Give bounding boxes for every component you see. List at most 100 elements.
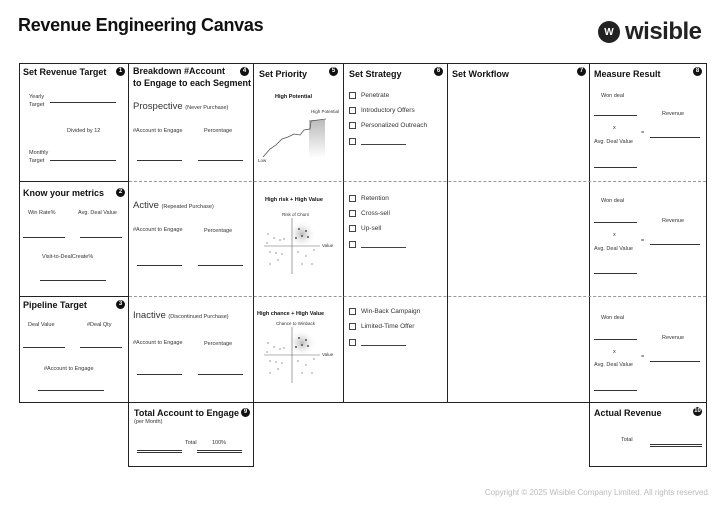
monthly-target-label: Monthly Target bbox=[29, 150, 49, 164]
high-potential-label: High Potential bbox=[311, 109, 340, 114]
avg-deal-field[interactable] bbox=[594, 390, 637, 391]
win-rate-field[interactable] bbox=[23, 237, 65, 238]
account-label: #Account to Engage bbox=[133, 227, 183, 233]
total-percentage-field[interactable] bbox=[197, 450, 242, 453]
percentage-field[interactable] bbox=[198, 265, 243, 266]
checkbox-introductory-offers[interactable]: Introductory Offers bbox=[349, 107, 415, 114]
multiply-sign: x bbox=[613, 232, 616, 238]
segment-note: (Repeated Purchase) bbox=[161, 204, 214, 210]
revenue-label: Revenue bbox=[662, 335, 685, 341]
revenue-field[interactable] bbox=[650, 361, 700, 362]
checkbox-icon[interactable] bbox=[349, 225, 356, 232]
step-number: 3 bbox=[116, 300, 125, 309]
revenue-label: Revenue bbox=[662, 111, 685, 117]
checkbox-custom[interactable] bbox=[349, 241, 406, 248]
checkbox-retention[interactable]: Retention bbox=[349, 195, 389, 202]
segment-name: Active bbox=[133, 200, 159, 211]
x-axis-label: Value bbox=[322, 243, 334, 248]
column-breakdown bbox=[128, 63, 254, 403]
deal-value-field[interactable] bbox=[23, 347, 65, 348]
checkbox-icon[interactable] bbox=[349, 339, 356, 346]
checkbox-icon[interactable] bbox=[349, 210, 356, 217]
step-number: 7 bbox=[577, 67, 586, 76]
percentage-field[interactable] bbox=[198, 374, 243, 375]
checkbox-label: Personalized Outreach bbox=[361, 122, 428, 129]
step-number: 1 bbox=[116, 67, 125, 76]
priority-title: High Potential bbox=[275, 94, 312, 100]
multiply-sign: x bbox=[613, 349, 616, 355]
checkbox-icon[interactable] bbox=[349, 107, 356, 114]
y-axis-label: Chance to Winback bbox=[276, 321, 316, 326]
checkbox-custom[interactable] bbox=[349, 339, 406, 346]
equals-sign: = bbox=[641, 238, 645, 244]
revenue-field[interactable] bbox=[650, 244, 700, 245]
avg-deal-field[interactable] bbox=[594, 273, 637, 274]
growth-chart-icon bbox=[262, 118, 327, 158]
checkbox-icon[interactable] bbox=[349, 308, 356, 315]
checkbox-icon[interactable] bbox=[349, 241, 356, 248]
checkbox-label: Up-sell bbox=[361, 225, 382, 232]
section-title: Total Account to Engage bbox=[134, 408, 239, 418]
section-title: Actual Revenue bbox=[594, 408, 662, 418]
avg-deal-label: Avg. Deal Value bbox=[78, 210, 117, 216]
checkbox-icon[interactable] bbox=[349, 122, 356, 129]
quadrant-scatter-icon bbox=[264, 327, 320, 383]
custom-strategy-field[interactable] bbox=[361, 345, 406, 346]
checkbox-icon[interactable] bbox=[349, 138, 356, 145]
percentage-value: 100% bbox=[212, 440, 227, 446]
account-field[interactable] bbox=[137, 374, 182, 375]
percentage-label: Percentage bbox=[204, 228, 233, 234]
percentage-field[interactable] bbox=[198, 160, 243, 161]
account-field[interactable] bbox=[137, 160, 182, 161]
deal-value-label: Deal Value bbox=[28, 322, 55, 328]
checkbox-up-sell[interactable]: Up-sell bbox=[349, 225, 381, 232]
account-field[interactable] bbox=[137, 265, 182, 266]
total-account-field[interactable] bbox=[137, 450, 182, 453]
actual-revenue-field[interactable] bbox=[650, 444, 702, 447]
column-workflow bbox=[447, 63, 590, 403]
segment-note: (Never Purchase) bbox=[185, 105, 229, 111]
custom-strategy-field[interactable] bbox=[361, 247, 406, 248]
segment-prospective: Prospective (Never Purchase) bbox=[133, 101, 228, 112]
equals-sign: = bbox=[641, 354, 645, 360]
dashed-divider bbox=[129, 296, 706, 297]
checkbox-label: Cross-sell bbox=[361, 210, 390, 217]
checkbox-personalized-outreach[interactable]: Personalized Outreach bbox=[349, 122, 427, 129]
account-field[interactable] bbox=[38, 390, 104, 391]
avg-deal-field[interactable] bbox=[594, 167, 637, 168]
checkbox-icon[interactable] bbox=[349, 323, 356, 330]
custom-strategy-field[interactable] bbox=[361, 144, 406, 145]
won-deal-field[interactable] bbox=[594, 222, 637, 223]
checkbox-label: Win-Back Campaign bbox=[361, 308, 421, 315]
visit-field[interactable] bbox=[40, 280, 106, 281]
revenue-field[interactable] bbox=[650, 137, 700, 138]
checkbox-icon[interactable] bbox=[349, 92, 356, 99]
visit-label: Visit-to-DealCreate% bbox=[42, 254, 94, 260]
won-deal-field[interactable] bbox=[594, 339, 637, 340]
segment-inactive: Inactive (Discontinued Purchase) bbox=[133, 310, 229, 321]
checkbox-custom[interactable] bbox=[349, 138, 406, 145]
column-measure bbox=[589, 63, 707, 403]
avg-deal-field[interactable] bbox=[80, 237, 122, 238]
percentage-label: Percentage bbox=[204, 128, 233, 134]
won-deal-field[interactable] bbox=[594, 115, 637, 116]
multiply-sign: x bbox=[613, 125, 616, 131]
column-targets bbox=[19, 63, 129, 403]
avg-deal-label: Avg. Deal Value bbox=[594, 139, 633, 145]
monthly-target-field[interactable] bbox=[50, 160, 116, 161]
deal-qty-label: #Deal Qty bbox=[87, 322, 112, 328]
checkbox-limited-time[interactable]: Limited-Time Offer bbox=[349, 323, 414, 330]
checkbox-cross-sell[interactable]: Cross-sell bbox=[349, 210, 390, 217]
yearly-target-field[interactable] bbox=[50, 102, 116, 103]
checkbox-penetrate[interactable]: Penetrate bbox=[349, 92, 389, 99]
checkbox-win-back[interactable]: Win-Back Campaign bbox=[349, 308, 420, 315]
deal-qty-field[interactable] bbox=[80, 347, 122, 348]
segment-active: Active (Repeated Purchase) bbox=[133, 200, 214, 211]
page-title: Revenue Engineering Canvas bbox=[18, 15, 264, 35]
yearly-target-label: Yearly Target bbox=[29, 94, 45, 108]
priority-title: High chance + High Value bbox=[257, 311, 325, 317]
low-label: Low bbox=[258, 158, 267, 163]
per-month-label: (per Month) bbox=[134, 419, 163, 425]
checkbox-icon[interactable] bbox=[349, 195, 356, 202]
